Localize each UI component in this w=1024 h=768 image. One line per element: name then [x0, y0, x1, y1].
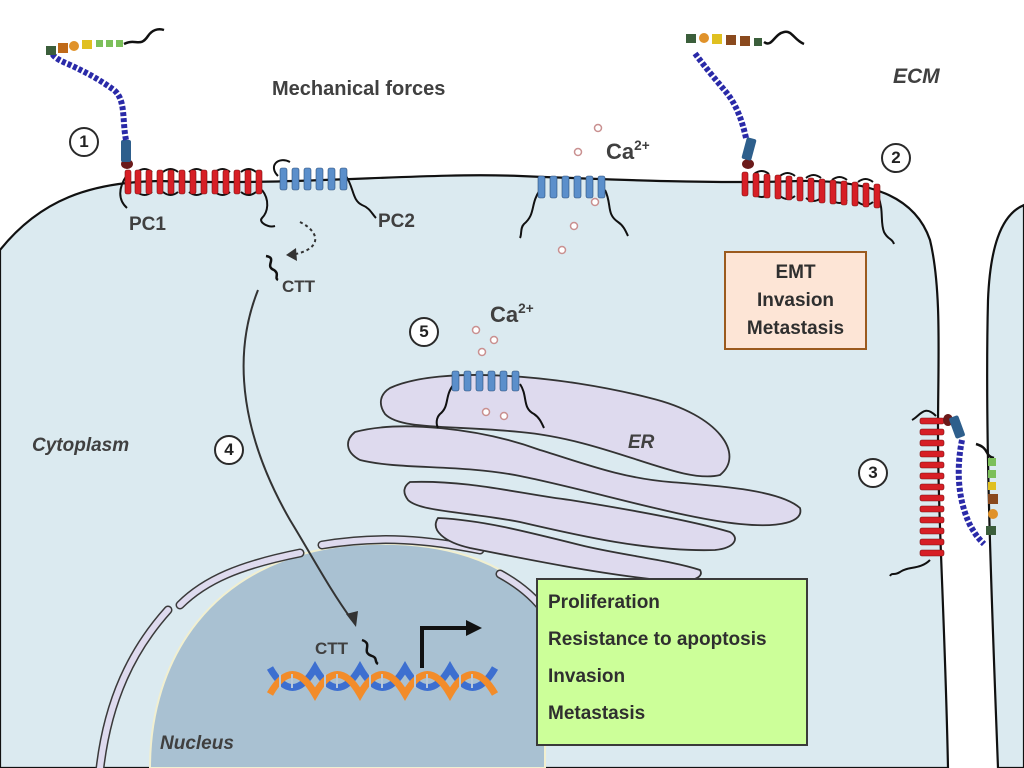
- ca-charge: 2+: [518, 301, 534, 317]
- ctt-translocation-arrowhead: [346, 611, 358, 627]
- ca-ion-label-upper: Ca2+: [606, 138, 650, 164]
- nuclear-envelope-segment: [97, 607, 171, 768]
- ca-symbol: Ca: [490, 302, 519, 327]
- ca-symbol: Ca: [606, 139, 635, 164]
- outcome-item: Proliferation: [548, 592, 660, 613]
- pc2-channel-icon: [272, 159, 377, 219]
- ctt-label-lower: CTT: [315, 639, 349, 658]
- endoplasmic-reticulum: [347, 374, 802, 583]
- pc2-channel-icon: [435, 370, 545, 429]
- neighbor-cell: [986, 203, 1024, 768]
- pc1-receptor-icon: [686, 30, 895, 245]
- ctt-cleavage-arrowhead: [286, 248, 297, 261]
- pc1-receptor-icon: [46, 28, 276, 228]
- emt-item: Metastasis: [746, 317, 845, 339]
- outcome-item: Invasion: [548, 666, 626, 687]
- ca-ion-label-lower: Ca2+: [490, 301, 534, 327]
- ctt-translocation-arrow: [242, 289, 353, 621]
- step-1-marker: 1: [69, 127, 99, 157]
- pc1-label: PC1: [129, 214, 166, 235]
- step-5-marker: 5: [409, 317, 439, 347]
- ctt-fragment-lower: [361, 638, 379, 666]
- pc2-label: PC2: [378, 211, 415, 232]
- ca-charge: 2+: [634, 138, 650, 154]
- pc2-channel-icon: [519, 175, 629, 239]
- emt-item: EMT: [775, 261, 816, 283]
- ca-ion-icon: [471, 123, 603, 421]
- step-4-marker: 4: [214, 435, 244, 465]
- nucleus-label: Nucleus: [160, 733, 234, 754]
- mechanical-forces-label: Mechanical forces: [272, 78, 446, 100]
- outcome-item: Metastasis: [548, 703, 646, 724]
- step-2-marker: 2: [881, 143, 911, 173]
- transcription-arrowhead: [466, 620, 482, 636]
- nuclear-outcome-box: Proliferation Resistance to apoptosis In…: [536, 578, 808, 746]
- er-label: ER: [628, 432, 655, 453]
- ctt-fragment-upper: [265, 254, 279, 282]
- ecm-label: ECM: [893, 65, 940, 88]
- emt-item: Invasion: [756, 289, 835, 311]
- emt-outcome-box: EMT Invasion Metastasis: [724, 251, 867, 350]
- ctt-cleavage-arrow: [295, 221, 317, 255]
- cytoplasm-label: Cytoplasm: [32, 435, 130, 456]
- transcription-arrow-icon: [420, 626, 468, 668]
- outcome-item: Resistance to apoptosis: [548, 629, 767, 650]
- step-3-marker: 3: [858, 458, 888, 488]
- nuclear-envelope-segment: [177, 550, 303, 608]
- ctt-label-upper: CTT: [282, 277, 316, 296]
- pc1-receptor-icon: [889, 409, 998, 577]
- dna-helix-icon: [266, 661, 499, 701]
